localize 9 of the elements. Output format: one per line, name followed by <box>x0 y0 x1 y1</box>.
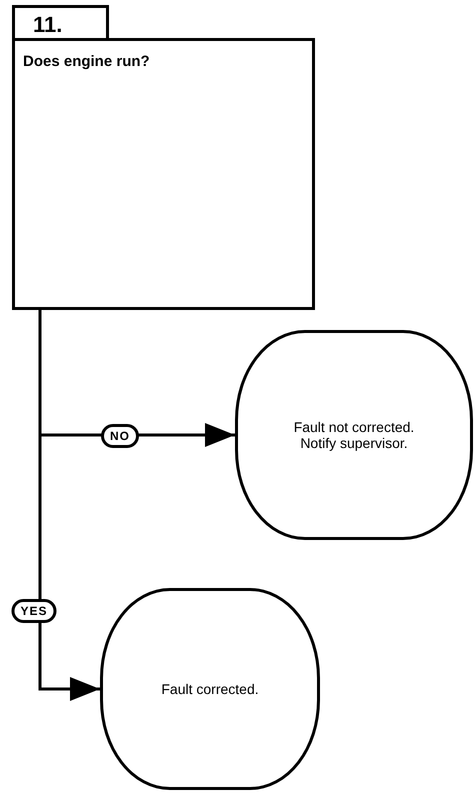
node-text: Fault not corrected. Notify supervisor. <box>292 419 416 451</box>
node-text: Fault corrected. <box>161 681 259 697</box>
question-box <box>12 38 315 310</box>
arrow <box>38 310 100 701</box>
node-text: 11. <box>33 12 64 38</box>
step-number-tab <box>12 5 109 41</box>
node-text: Does engine run? <box>23 53 151 70</box>
edge-label: NO <box>101 424 139 448</box>
edge-label: YES <box>12 599 56 623</box>
